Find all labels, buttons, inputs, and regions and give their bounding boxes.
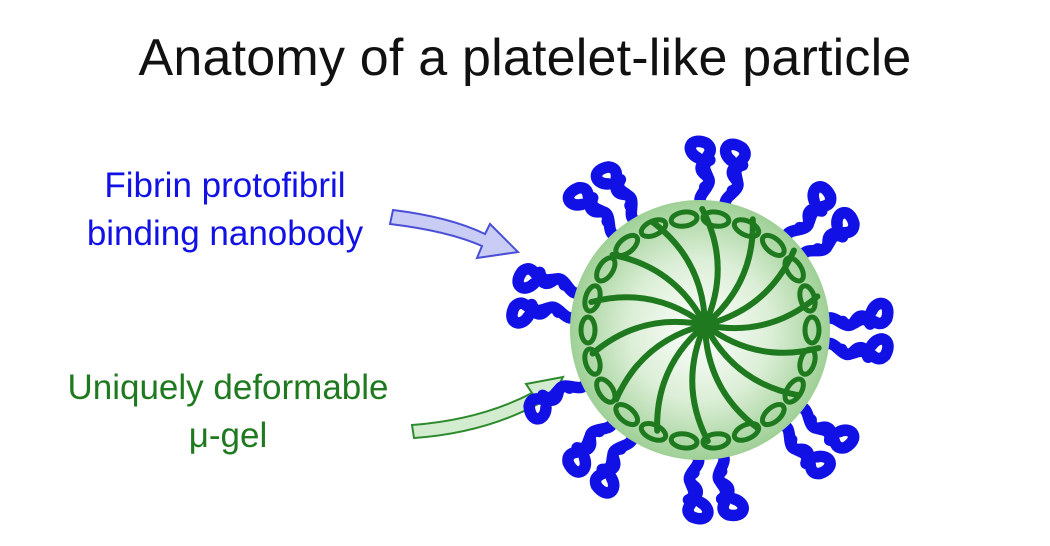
nanobody-icon xyxy=(562,182,626,242)
polymer-loop xyxy=(797,346,818,377)
nanobody-icon xyxy=(589,427,638,499)
gel-label-line1: Uniquely deformable xyxy=(67,368,389,407)
gel-label: Uniquely deformable μ-gel xyxy=(28,364,428,460)
polymer-strand xyxy=(702,247,797,328)
polymer-loop xyxy=(797,283,818,314)
nanobody-label-line2: binding nanobody xyxy=(86,214,364,253)
nanobody-icon xyxy=(684,135,716,212)
polymer-loop xyxy=(613,402,641,428)
polymer-loop xyxy=(668,431,700,451)
nanobody-ring xyxy=(506,135,894,525)
polymer-strand xyxy=(613,322,708,403)
polymer-loop xyxy=(638,421,669,443)
nanobody-label-line1: Fibrin protofibril xyxy=(104,166,346,205)
polymer-loop xyxy=(759,402,787,428)
polymer-loop xyxy=(759,232,787,258)
nanobody-icon xyxy=(790,401,860,454)
nanobody-arrow-icon xyxy=(388,208,521,260)
nanobody-icon xyxy=(780,181,837,247)
nanobody-icon xyxy=(506,297,583,329)
polymer-loop xyxy=(731,421,762,443)
polymer-strand xyxy=(609,251,708,328)
polymer-loop xyxy=(782,376,806,405)
nanobody-icon xyxy=(562,412,619,478)
polymer-loop xyxy=(700,431,732,451)
nanobody-icon xyxy=(712,446,749,522)
polymer-strand xyxy=(589,318,708,357)
polymer-loop xyxy=(802,314,822,346)
polymer-strand xyxy=(689,322,711,444)
nanobody-icon xyxy=(719,138,751,215)
polymer-loop xyxy=(594,376,618,405)
nanobody-icon xyxy=(512,263,589,299)
polymer-loop xyxy=(582,283,603,314)
polymer-loop xyxy=(782,255,806,284)
polymer-loop xyxy=(668,209,700,229)
polymer-loop xyxy=(578,314,598,346)
polymer-strand xyxy=(702,322,761,432)
polymer-strand xyxy=(702,293,821,332)
nanobody-icon xyxy=(590,161,646,228)
nanobody-icon xyxy=(796,207,860,266)
polymer-loop xyxy=(700,209,732,229)
polymer-loop xyxy=(582,346,603,377)
polymer-loop xyxy=(613,232,641,258)
nanobody-icon xyxy=(682,448,714,525)
nanobody-icon xyxy=(523,374,593,425)
network-center-icon xyxy=(699,319,711,331)
page-title: Anatomy of a platelet-like particle xyxy=(138,29,912,87)
polymer-loop xyxy=(638,217,669,239)
nanobody-icon xyxy=(818,297,894,332)
gel-label-line2: μ-gel xyxy=(188,416,268,455)
nanobody-label: Fibrin protofibril binding nanobody xyxy=(40,162,410,258)
nanobody-icon xyxy=(817,333,894,365)
polymer-strand xyxy=(588,294,708,328)
polymer-network xyxy=(578,206,822,451)
polymer-loop xyxy=(731,217,762,239)
nanobody-icon xyxy=(773,419,836,480)
polymer-strand xyxy=(702,216,756,328)
polymer-loop xyxy=(594,255,618,284)
polymer-strand xyxy=(654,322,708,434)
